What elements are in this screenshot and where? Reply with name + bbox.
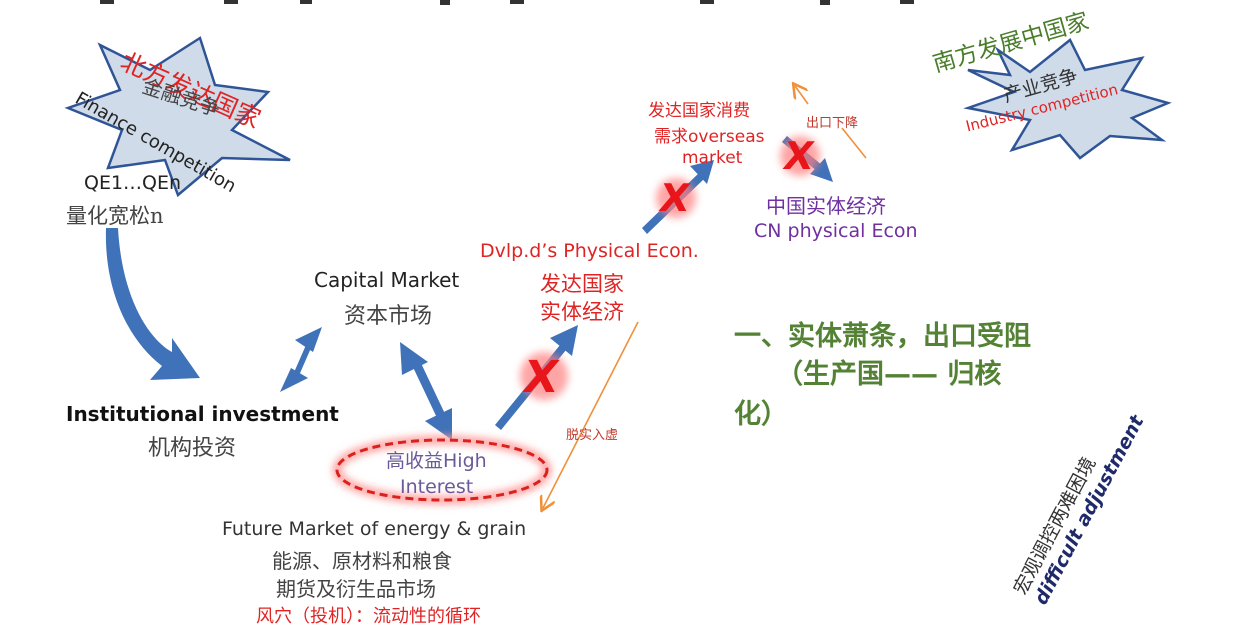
developed-physical-cn2: 实体经济 xyxy=(540,300,624,324)
capital-market-cn: 资本市场 xyxy=(344,304,433,329)
future-market-cn2: 期货及衍生品市场 xyxy=(276,577,436,601)
export-decline-arrow-right xyxy=(841,127,867,159)
institutional-investment-en: Institutional investment xyxy=(66,402,339,426)
capital-market-en: Capital Market xyxy=(314,268,460,292)
institutional-investment-cn: 机构投资 xyxy=(148,436,237,461)
liquidity-cycle-note: 风穴（投机）：流动性的循环 xyxy=(256,606,481,627)
heading-line1: 一、实体萧条，出口受阻 xyxy=(734,321,1031,352)
x-glow-2 xyxy=(656,178,696,218)
high-interest-ellipse xyxy=(335,438,549,502)
capital-institutional-double-arrow xyxy=(280,327,322,392)
export-decline-note: 出口下降 xyxy=(806,116,859,131)
future-market-en: Future Market of energy & grain xyxy=(222,518,527,540)
finance-competition-burst-shape xyxy=(64,36,291,198)
export-decline-arrow-left xyxy=(795,86,809,105)
overseas-demand-line3: market xyxy=(682,148,743,168)
x-glow-3 xyxy=(780,136,820,176)
x-glow-1 xyxy=(520,352,568,400)
heading-line2: （生产国—— 归核 xyxy=(776,359,1002,390)
capital-highinterest-double-arrow xyxy=(400,342,452,440)
developed-physical-cn1: 发达国家 xyxy=(540,272,624,296)
developed-physical-en: Dvlp.d’s Physical Econ. xyxy=(480,240,699,262)
qe-to-institutional-arrow xyxy=(105,228,200,380)
cn-physical-cn: 中国实体经济 xyxy=(766,194,886,218)
virtual-shift-arrow xyxy=(543,321,639,508)
quantitative-easing-label: 量化宽松n xyxy=(66,204,164,228)
cn-physical-en: CN physical Econ xyxy=(754,220,918,242)
heading-line3: 化） xyxy=(734,399,788,430)
overseas-demand-line2: 需求overseas xyxy=(654,127,765,147)
future-market-cn1: 能源、原材料和粮食 xyxy=(272,549,452,573)
qe-label: QE1…QEn xyxy=(84,172,182,194)
cropped-title-remnant xyxy=(100,0,914,5)
overseas-demand-line1: 发达国家消费 xyxy=(648,101,750,121)
industry-competition-burst-shape xyxy=(963,38,1172,160)
high-interest-en: Interest xyxy=(400,476,474,498)
high-interest-cn: 高收益High xyxy=(386,450,487,472)
virtual-shift-note: 脱实入虚 xyxy=(566,428,619,443)
